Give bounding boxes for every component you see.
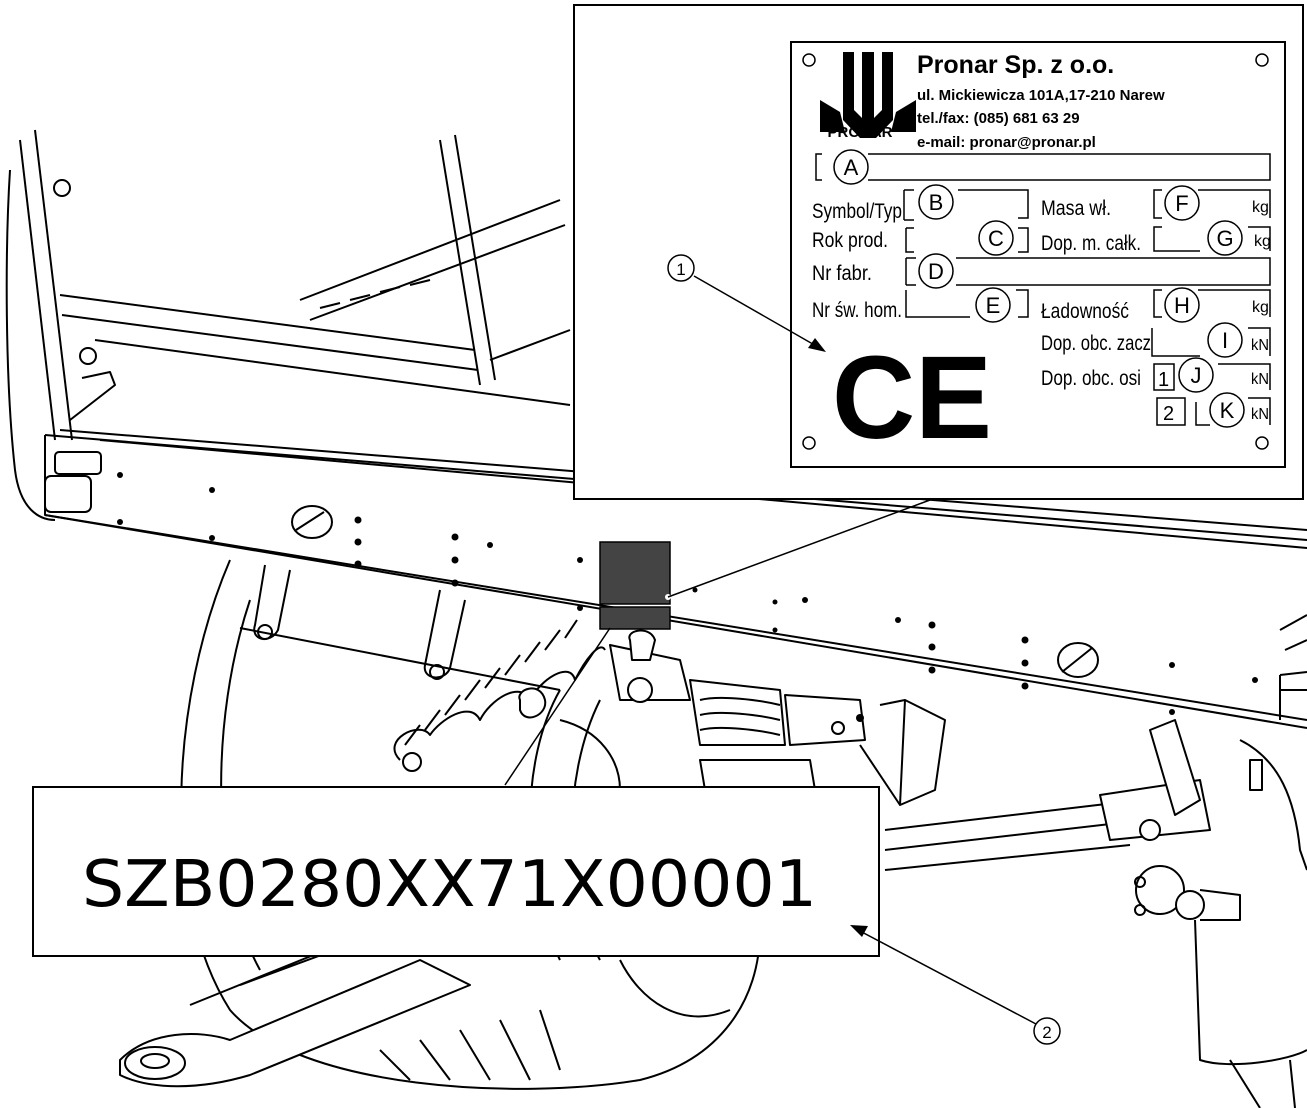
coil-spring (393, 619, 606, 772)
plate-row-labels: Symbol/Typ Rok prod. Nr fabr. Nr św. hom… (812, 197, 1151, 390)
unit-kg-h: kg (1252, 299, 1269, 316)
letter-marker-j: J (1178, 357, 1214, 393)
company-email: e-mail: pronar@pronar.pl (917, 134, 1096, 151)
unit-kg-f: kg (1252, 199, 1269, 216)
ce-mark: CE (832, 332, 992, 464)
svg-text:2: 2 (1042, 1023, 1051, 1042)
letter-marker-g: G (1207, 220, 1243, 256)
company-phone: tel./fax: (085) 681 63 29 (917, 110, 1080, 127)
field-letter-markers: A B C D E F G H I J K (833, 149, 1245, 428)
label-rok: Rok prod. (812, 229, 888, 252)
company-name: Pronar Sp. z o.o. (917, 51, 1114, 79)
vin-number: SZB0280XX71X00001 (82, 848, 817, 922)
svg-text:E: E (986, 293, 1001, 318)
label-masa: Masa wł. (1041, 197, 1111, 220)
field-a-box (815, 153, 1271, 181)
data-plate-detail: PRONAR Pronar Sp. z o.o. ul. Mickiewicza… (573, 4, 1304, 500)
axle-number-1: 1 (1158, 369, 1169, 391)
pronar-logo: PRONAR (820, 52, 916, 141)
suspension (239, 564, 1307, 1108)
callout-1: 1 (667, 254, 826, 352)
svg-text:A: A (844, 155, 859, 180)
unit-kn-j: kN (1251, 371, 1269, 388)
letter-marker-b: B (918, 184, 954, 220)
plate-units: kg kg kg kN kN kN (1251, 199, 1271, 423)
letter-marker-c: C (978, 220, 1014, 256)
letter-marker-f: F (1164, 185, 1200, 221)
chassis-holes (117, 472, 1258, 715)
logo-text: PRONAR (827, 124, 892, 141)
rear-frame (5, 129, 571, 521)
svg-text:F: F (1175, 191, 1188, 216)
plate-field-boxes (903, 189, 1271, 426)
svg-text:G: G (1216, 226, 1233, 251)
unit-kn-i: kN (1251, 337, 1269, 354)
label-dopm: Dop. m. całk. (1041, 232, 1141, 255)
label-nrfabr: Nr fabr. (812, 262, 872, 285)
leader-lines (504, 499, 931, 786)
svg-text:K: K (1220, 398, 1235, 423)
label-dopzacz: Dop. obc. zacz (1041, 332, 1151, 355)
label-dopobc: Dop. obc. osi (1041, 367, 1141, 390)
letter-marker-a: A (833, 149, 869, 185)
plate-location-marker (599, 541, 671, 630)
callout-2: 2 (850, 925, 1061, 1045)
label-nrsw: Nr św. hom. (812, 299, 902, 322)
svg-text:1: 1 (676, 260, 685, 279)
letter-marker-i: I (1207, 322, 1243, 358)
letter-marker-e: E (975, 287, 1011, 323)
letter-marker-d: D (918, 253, 954, 289)
svg-text:D: D (928, 259, 944, 284)
unit-kn-k: kN (1251, 406, 1269, 423)
svg-text:H: H (1174, 293, 1190, 318)
label-ladownosc: Ładowność (1041, 300, 1129, 323)
axle-number-2: 2 (1163, 403, 1174, 425)
label-symbol: Symbol/Typ (812, 200, 902, 223)
svg-text:I: I (1222, 328, 1228, 353)
trailer-drawing (5, 129, 1307, 1108)
company-address: ul. Mickiewicza 101A,17-210 Narew (917, 87, 1165, 104)
vin-detail: SZB0280XX71X00001 (32, 786, 880, 957)
svg-text:B: B (929, 190, 944, 215)
svg-text:J: J (1191, 363, 1202, 388)
unit-kg-g: kg (1254, 233, 1271, 250)
svg-text:C: C (988, 226, 1004, 251)
letter-marker-h: H (1164, 287, 1200, 323)
letter-marker-k: K (1209, 392, 1245, 428)
